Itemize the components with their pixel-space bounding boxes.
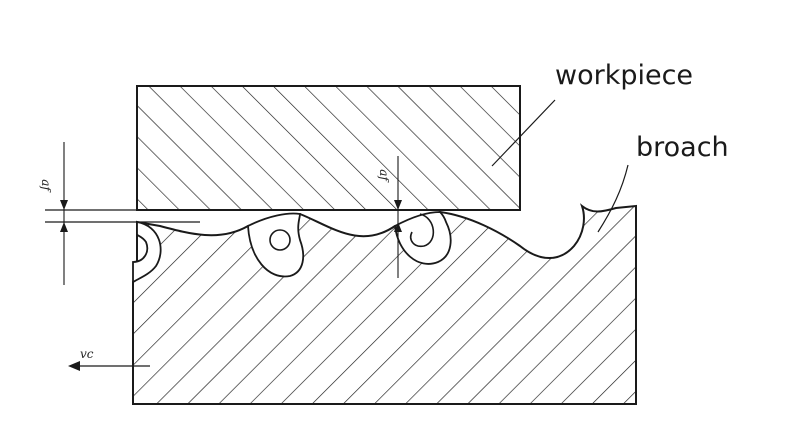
af-arrow-top <box>60 200 68 210</box>
feed-per-tooth-symbol-2: af <box>376 169 391 181</box>
broach-body <box>132 203 637 405</box>
broach-label: broach <box>636 132 729 163</box>
af-arrow-bottom <box>60 222 68 232</box>
chip-curl-1 <box>132 220 162 284</box>
feed-per-tooth-symbol: af <box>38 179 53 191</box>
chip-curl-3-inner <box>409 213 435 248</box>
af-arrow-2-bottom <box>394 222 402 232</box>
chip-curl-2 <box>247 212 305 278</box>
broach-leader <box>597 164 629 233</box>
chip-curl-2-eye <box>269 229 291 251</box>
vc-arrow-head <box>68 361 80 371</box>
af-arrow-2-top <box>394 200 402 210</box>
cutting-speed-symbol: vc <box>80 347 94 361</box>
workpiece-block <box>136 85 521 211</box>
workpiece-label: workpiece <box>555 60 694 91</box>
chip-curl-3 <box>394 211 452 265</box>
workpiece-leader <box>491 99 556 167</box>
